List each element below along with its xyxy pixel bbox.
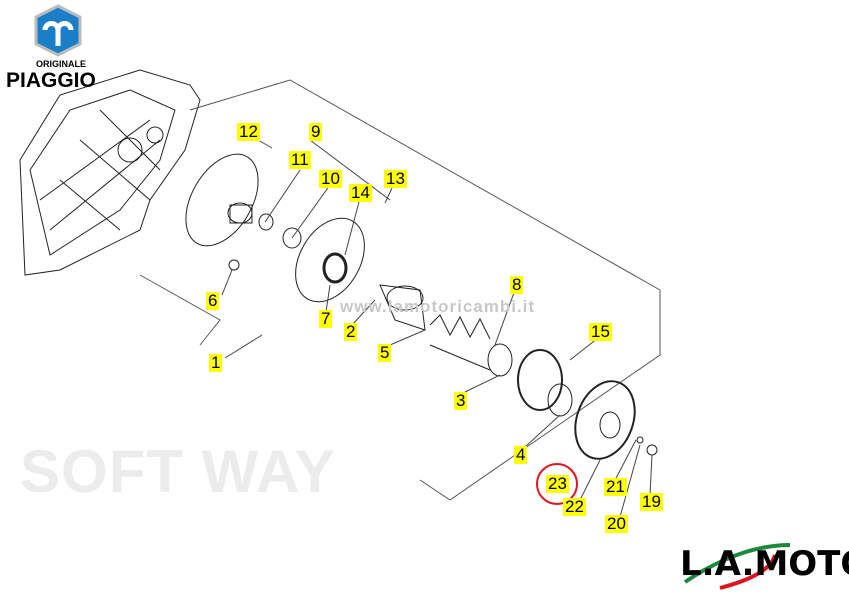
part-label-20[interactable]: 20 bbox=[605, 514, 628, 533]
part-label-22[interactable]: 22 bbox=[563, 497, 586, 516]
clutch-assembly bbox=[517, 349, 563, 411]
highlight-circle bbox=[536, 463, 578, 505]
part-label-6[interactable]: 6 bbox=[206, 291, 220, 310]
part-label-8[interactable]: 8 bbox=[510, 275, 524, 294]
clutch-bell bbox=[574, 380, 636, 460]
part-label-10[interactable]: 10 bbox=[319, 169, 342, 188]
part-label-5[interactable]: 5 bbox=[378, 343, 392, 362]
brand-piaggio: PIAGGIO bbox=[6, 69, 96, 92]
crankcase bbox=[19, 69, 201, 276]
piaggio-logo-icon bbox=[34, 4, 82, 57]
brand-originale: ORIGINALE bbox=[36, 59, 87, 69]
part-label-4[interactable]: 4 bbox=[514, 445, 528, 464]
brand-la-moto: L.A.MOTO bbox=[680, 544, 849, 584]
part-label-23[interactable]: 23 bbox=[546, 474, 569, 493]
fixed-pulley bbox=[185, 153, 259, 247]
part-label-19[interactable]: 19 bbox=[640, 492, 663, 511]
part-label-15[interactable]: 15 bbox=[589, 322, 612, 341]
la-moto-swoosh bbox=[683, 543, 791, 584]
part-label-12[interactable]: 12 bbox=[237, 122, 260, 141]
part-label-3[interactable]: 3 bbox=[454, 391, 468, 410]
part-label-2[interactable]: 2 bbox=[344, 322, 358, 341]
part-label-13[interactable]: 13 bbox=[384, 169, 407, 188]
part-label-21[interactable]: 21 bbox=[604, 477, 627, 496]
watermark-softway: SOFT WAY bbox=[20, 438, 336, 505]
part-label-7[interactable]: 7 bbox=[319, 309, 333, 328]
part-label-14[interactable]: 14 bbox=[349, 183, 372, 202]
part-label-11[interactable]: 11 bbox=[289, 150, 311, 169]
movable-pulley bbox=[295, 217, 365, 303]
part-label-9[interactable]: 9 bbox=[309, 122, 323, 141]
watermark-url: www.lamotoricambi.it bbox=[340, 297, 536, 316]
part-label-1[interactable]: 1 bbox=[209, 353, 223, 372]
